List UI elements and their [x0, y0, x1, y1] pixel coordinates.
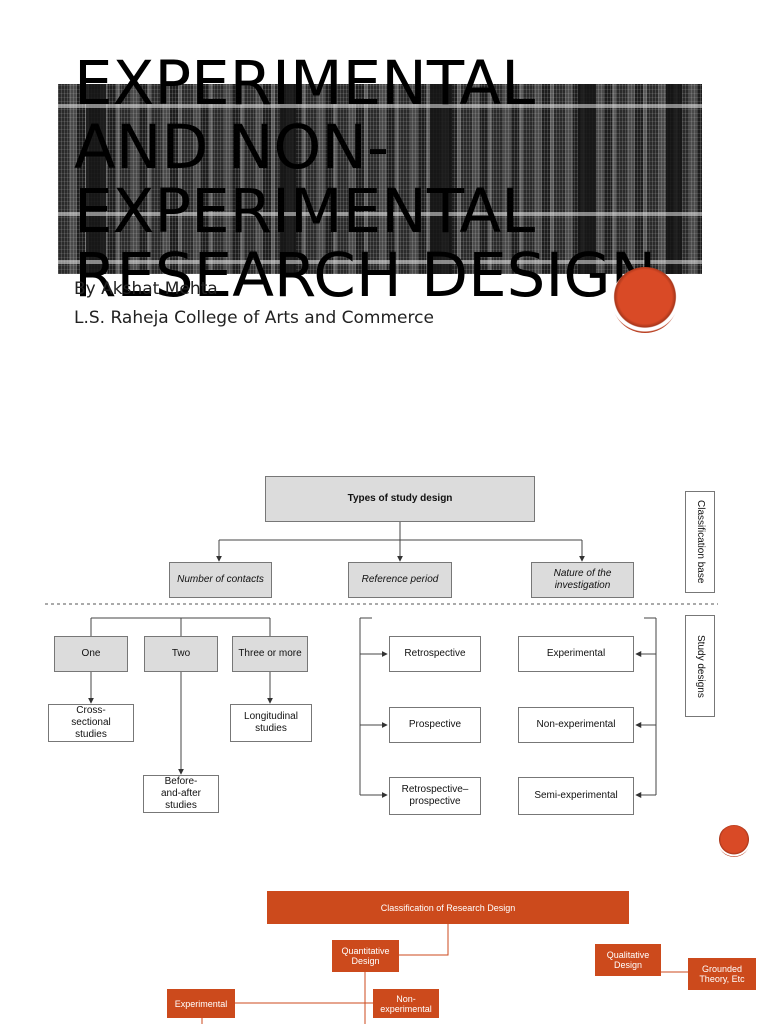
- longitudinal-studies: Longitudinal studies: [230, 704, 312, 742]
- qualitative-design: Qualitative Design: [595, 944, 661, 976]
- study-designs-label: Study designs: [685, 615, 715, 717]
- grounded-theory: Grounded Theory, Etc: [688, 958, 756, 990]
- slide-title: EXPERIMENTAL AND NON- EXPERIMENTAL RESEA…: [74, 52, 714, 308]
- contact-one: One: [54, 636, 128, 672]
- quantitative-design: Quantitative Design: [332, 940, 399, 972]
- experimental-node: Experimental: [167, 989, 235, 1018]
- nature-experimental: Experimental: [518, 636, 634, 672]
- reference-prospective: Prospective: [389, 707, 481, 743]
- classification-root: Classification of Research Design: [267, 891, 629, 924]
- nature-non-experimental: Non-experimental: [518, 707, 634, 743]
- title-background-image: [58, 84, 702, 274]
- non-experimental-node: Non-experimental: [373, 989, 439, 1018]
- reference-retrospective: Retrospective: [389, 636, 481, 672]
- reference-retrospective-prospective: Retrospective–prospective: [389, 777, 481, 815]
- title-line-4: RESEARCH DESIGN: [74, 240, 657, 311]
- title-line-1: EXPERIMENTAL: [74, 48, 536, 119]
- base-reference-period: Reference period: [348, 562, 452, 598]
- root-node: Types of study design: [265, 476, 535, 522]
- classification-base-label: Classification base: [685, 491, 715, 593]
- contact-two: Two: [144, 636, 218, 672]
- decorative-circle: [612, 267, 678, 333]
- title-line-2: AND NON-: [74, 112, 390, 183]
- base-nature-of-investigation: Nature of the investigation: [531, 562, 634, 598]
- college-line: L.S. Raheja College of Arts and Commerce: [74, 308, 434, 328]
- base-number-of-contacts: Number of contacts: [169, 562, 272, 598]
- nature-semi-experimental: Semi-experimental: [518, 777, 634, 815]
- cross-sectional-studies: Cross-sectional studies: [48, 704, 134, 742]
- before-and-after-studies: Before-and-after studies: [143, 775, 219, 813]
- author-line: By Akshat Mehta: [74, 279, 218, 299]
- title-line-3: EXPERIMENTAL: [74, 176, 536, 247]
- decorative-circle: [718, 825, 750, 857]
- contact-three-or-more: Three or more: [232, 636, 308, 672]
